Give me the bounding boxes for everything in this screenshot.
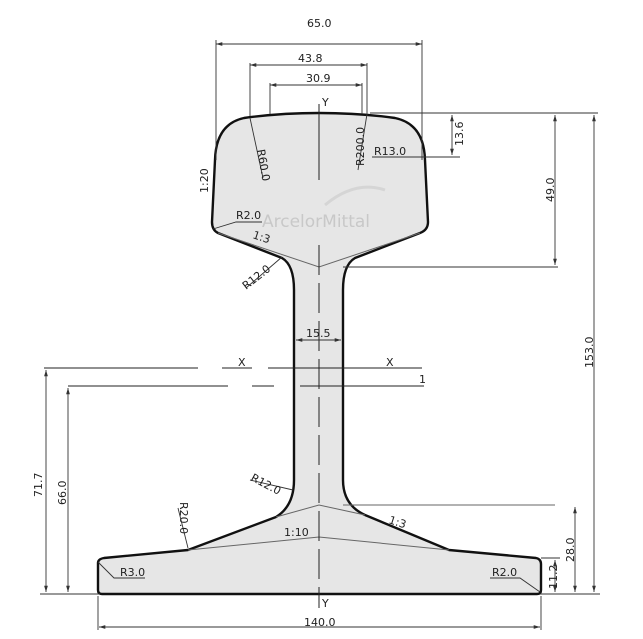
foot-slope-1-3-line	[275, 504, 366, 518]
watermark: ArcelorMittal	[262, 212, 370, 232]
dim-13-6-label: 13.6	[453, 122, 466, 147]
radius-r20-label: R20.0	[177, 502, 190, 534]
dim-28-label: 28.0	[564, 538, 577, 563]
radius-r3-label: R3.0	[120, 566, 145, 579]
slope-head-under-label: 1:3	[251, 228, 272, 246]
radius-r12-top-label: R12.0	[240, 262, 273, 292]
dim-71-7-label: 71.7	[32, 473, 45, 498]
dim-43-8-label: 43.8	[298, 52, 323, 65]
radius-r2-foot-label: R2.0	[492, 566, 517, 579]
dim-15-5-label: 15.5	[306, 327, 331, 340]
watermark-logo-icon	[324, 185, 386, 207]
x-axis-label-left: X	[238, 356, 246, 369]
dim-30-9-label: 30.9	[306, 72, 331, 85]
slope-head-side-label: 1:20	[198, 168, 211, 193]
radius-r12-bottom-label: R12.0	[249, 471, 283, 498]
dim-140-label: 140.0	[304, 616, 336, 629]
y-axis-label-bottom: Y	[321, 597, 329, 610]
line-1-label: 1	[419, 373, 426, 386]
dim-head-width-label: 65.0	[307, 17, 332, 30]
slope-foot-upper-label: 1:3	[387, 513, 408, 531]
radius-r200-label: R200.0	[354, 127, 367, 166]
slope-foot-lower-label: 1:10	[284, 526, 309, 539]
dim-153-label: 153.0	[583, 337, 596, 369]
dim-49-label: 49.0	[544, 178, 557, 203]
dim-66-label: 66.0	[56, 481, 69, 506]
x-axis-label-right: X	[386, 356, 394, 369]
dim-11-2-label: 11.2	[547, 565, 560, 590]
radius-r13-label: R13.0	[374, 145, 406, 158]
radius-r2-head-label: R2.0	[236, 209, 261, 222]
y-axis-label-top: Y	[321, 96, 329, 109]
radius-r60-label: R60.0	[254, 148, 272, 182]
